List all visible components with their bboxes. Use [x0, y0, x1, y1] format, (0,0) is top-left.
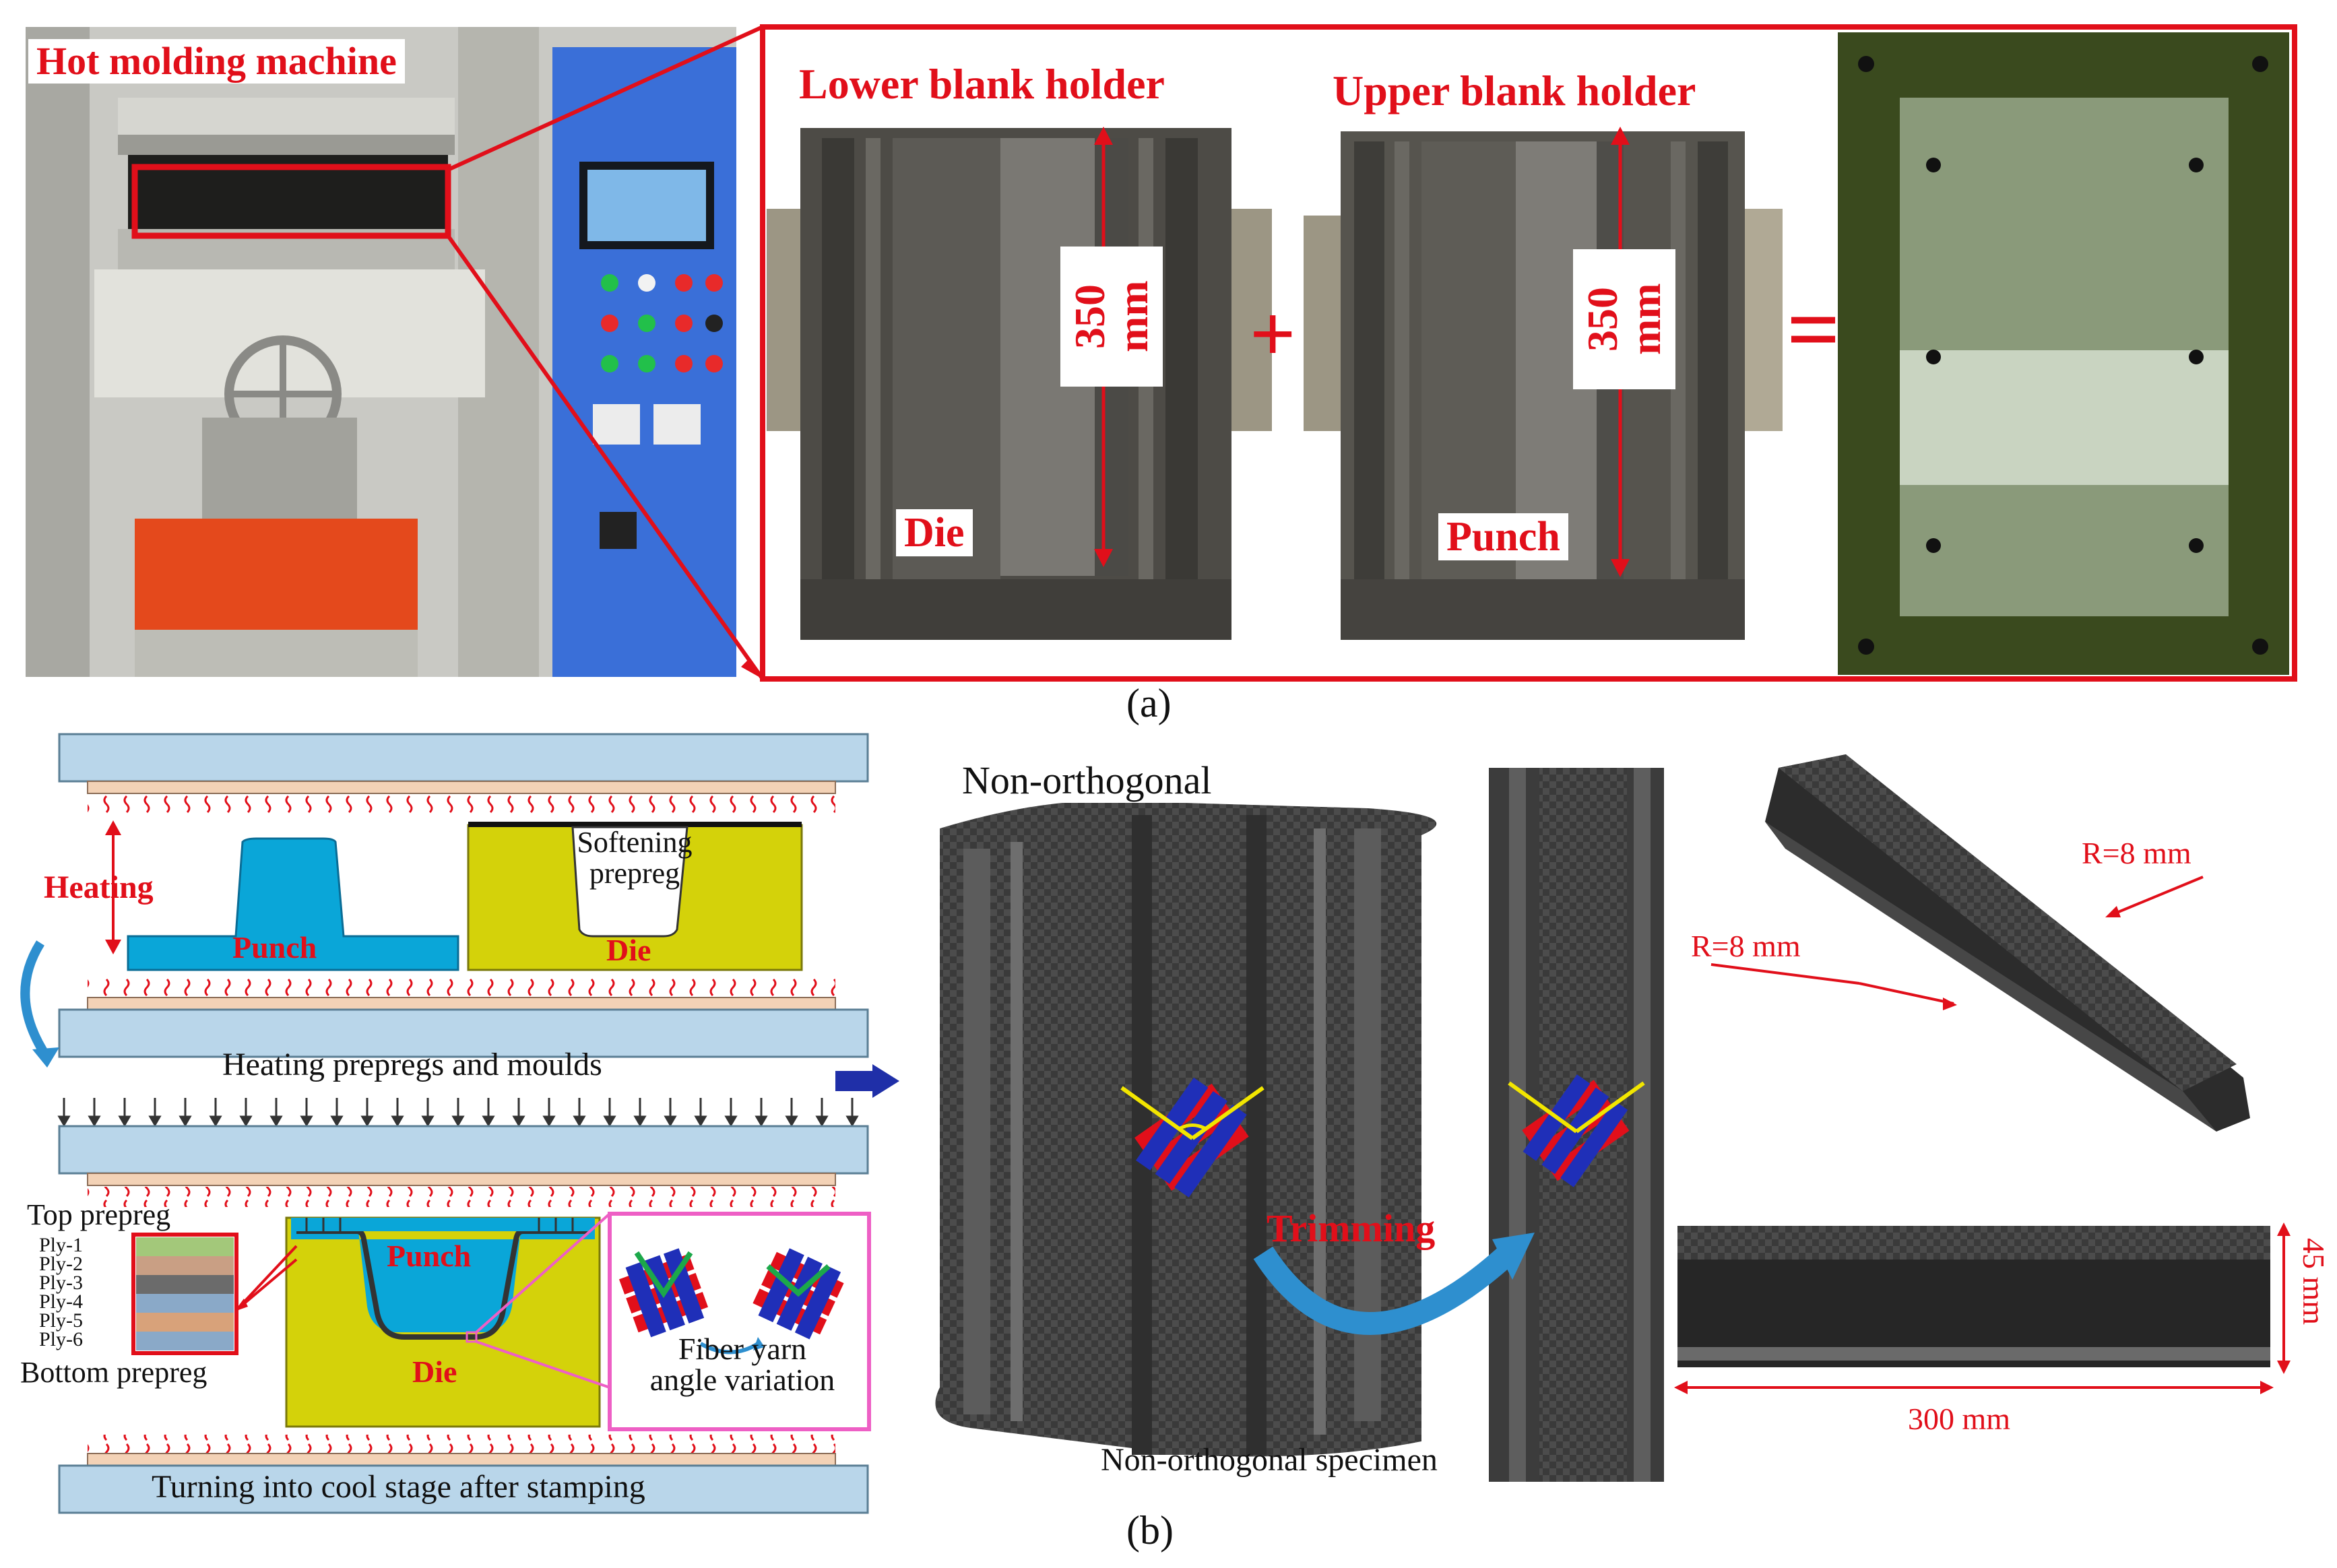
stamping-assembly: [285, 1216, 601, 1428]
machine-label: Hot molding machine: [28, 39, 405, 84]
trimming-label: Trimming: [1267, 1206, 1436, 1250]
ply-label: Ply-1: [39, 1234, 84, 1256]
heating-arrow: [105, 820, 121, 954]
side-dimension-arrows: [1674, 1222, 2291, 1394]
zoom-frame: [760, 24, 2297, 682]
upper-dimension-label: 350 mm: [1573, 249, 1675, 389]
specimen-caption: Non-orthogonal specimen: [1101, 1442, 1438, 1478]
channel-side-photo: [1677, 1226, 2270, 1367]
lower-blank-holder-photo: [767, 128, 1272, 640]
fiber-caption-line2: angle variation: [649, 1363, 835, 1397]
fiber-angle-frame: [475, 1212, 871, 1431]
ply-label: Ply-3: [39, 1272, 84, 1294]
upper-blank-holder-photo: [1304, 131, 1783, 640]
hot-molding-machine-photo: [26, 27, 736, 677]
ply-labels: Ply-1 Ply-2 Ply-3 Ply-4 Ply-5 Ply-6: [39, 1234, 84, 1350]
ply-label: Ply-2: [39, 1253, 84, 1275]
stamping-top-plate: [58, 1125, 869, 1207]
trimming-arrow: [1253, 1244, 1517, 1335]
radius-leaders: [1710, 876, 2204, 1010]
upper-holder-label: Upper blank holder: [1333, 67, 1696, 115]
panel-a-label: (a): [1126, 681, 1172, 725]
bottom-heating-plate: [58, 979, 869, 1058]
height-dimension: 45 mm: [2297, 1238, 2331, 1326]
heating-label: Heating: [44, 870, 154, 905]
length-dimension: 300 mm: [1908, 1402, 2011, 1436]
top-prepreg-label: Top prepreg: [27, 1198, 171, 1231]
fiber-caption-line1: Fiber yarn: [678, 1332, 807, 1366]
plus-symbol: +: [1250, 289, 1296, 379]
process-arrow: [835, 1071, 872, 1091]
softening-label-line2: prepreg: [589, 857, 680, 890]
die-label-top: Die: [606, 933, 651, 967]
lower-holder-label: Lower blank holder: [799, 60, 1165, 108]
ply-label: Ply-6: [39, 1328, 84, 1350]
callout-line-top: [447, 25, 764, 172]
fiber-caption: Fiber yarn angle variation: [614, 1334, 870, 1396]
curved-arrow-left: [20, 940, 51, 1060]
equals-symbol: =: [1787, 277, 1840, 382]
punch-label-bottom: Punch: [387, 1239, 472, 1273]
trimmed-specimen-photo: [1489, 768, 1664, 1482]
top-heating-plate: [58, 733, 869, 815]
bottom-prepreg-label: Bottom prepreg: [20, 1356, 207, 1389]
softening-label-line1: Softening: [577, 826, 693, 859]
ply-label: Ply-4: [39, 1291, 84, 1313]
yarn-angle-icon-specimen: [1508, 1074, 1645, 1187]
panel-b-graphics: [20, 733, 2291, 1514]
callout-line-bottom: [446, 234, 765, 680]
die-label: Die: [896, 509, 973, 556]
ply-stack: [131, 1233, 298, 1355]
die-label-bottom: Die: [412, 1354, 457, 1389]
non-orthogonal-label: Non-orthogonal: [957, 758, 1217, 803]
channel-3d-photo: [1765, 754, 2250, 1132]
ply-label: Ply-5: [39, 1309, 84, 1332]
lower-dimension-label: 350 mm: [1060, 247, 1163, 387]
punch-label-top: Punch: [232, 930, 317, 965]
yarn-angle-icon-sheet: [1120, 1077, 1264, 1198]
assembled-mould-photo: [1838, 32, 2289, 675]
panel-a-graphics: [26, 24, 2297, 682]
pressing-arrows: [57, 1098, 859, 1127]
softening-label: Softening prepreg: [554, 826, 715, 890]
punch-shape-top: [127, 837, 459, 971]
punch-label: Punch: [1438, 513, 1568, 560]
cool-caption: Turning into cool stage after stamping: [152, 1469, 645, 1505]
cooling-bottom-plate: [58, 1435, 869, 1514]
radius-label-2: R=8 mm: [1691, 929, 1801, 963]
non-orthogonal-sheet-photo: [935, 800, 1437, 1457]
heating-caption: Heating prepregs and moulds: [222, 1047, 602, 1082]
panel-b-label: (b): [1126, 1508, 1174, 1553]
radius-label-1: R=8 mm: [2082, 836, 2191, 870]
